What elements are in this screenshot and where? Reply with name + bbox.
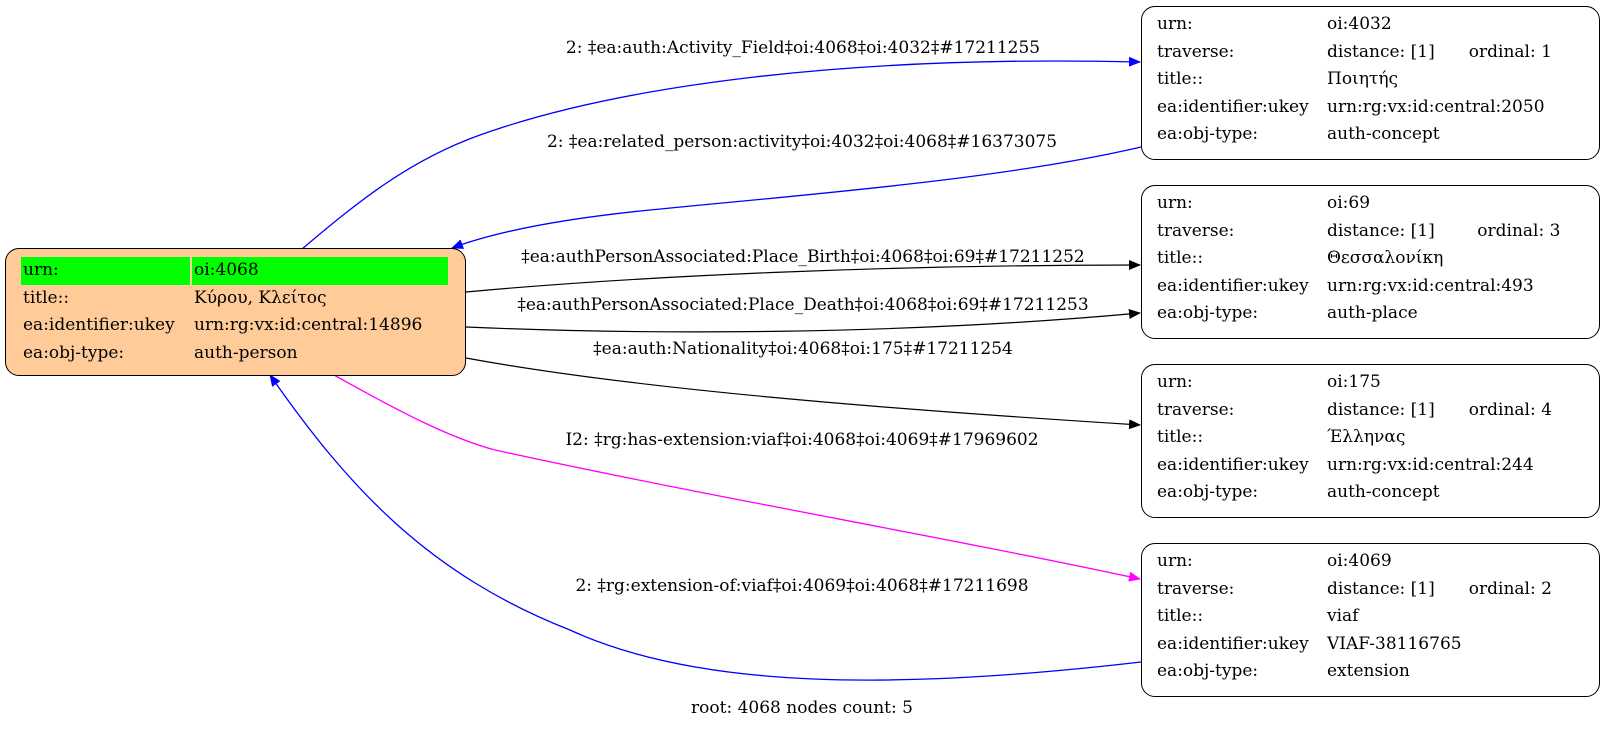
node-title: Έλληνας xyxy=(1327,427,1406,447)
node-distance: distance: [1] xyxy=(1327,41,1435,62)
root-row-title: title:: Κύρου, Κλείτος xyxy=(21,285,448,313)
label-urn: urn: xyxy=(1157,551,1193,571)
node-urn: oi:69 xyxy=(1327,193,1371,213)
root-row-urn: urn: oi:4068 xyxy=(21,257,448,285)
edge-place-birth xyxy=(465,260,1141,293)
node-urn: oi:4032 xyxy=(1327,14,1392,34)
node-title: Θεσσαλονίκη xyxy=(1327,248,1444,268)
node-oi-175[interactable]: urn: oi:175 traverse: distance: [1] ordinal… xyxy=(1141,364,1600,518)
node-obj-type: auth-place xyxy=(1327,303,1418,323)
node-title: Ποιητής xyxy=(1327,69,1399,89)
edge-label: ‡ea:auth:Nationality‡oi:4068‡oi:175‡#172… xyxy=(593,339,1013,359)
node-ordinal: ordinal: 4 xyxy=(1468,399,1552,420)
edge-extension-of xyxy=(269,374,1142,681)
node-obj-type: extension xyxy=(1327,661,1410,681)
root-value-ukey: urn:rg:vx:id:central:14896 xyxy=(194,315,423,335)
node-ukey: VIAF-38116765 xyxy=(1327,633,1462,654)
root-value-objtype: auth-person xyxy=(194,342,298,363)
label-obj-type: ea:obj-type: xyxy=(1157,482,1259,502)
root-key-urn: urn: xyxy=(21,257,190,285)
edge-label: I2: ‡rg:has-extension:viaf‡oi:4068‡oi:40… xyxy=(565,430,1038,450)
label-title: title:: xyxy=(1157,69,1204,89)
node-oi-69[interactable]: urn: oi:69 traverse: distance: [1] ordinal:… xyxy=(1141,185,1600,339)
node-oi-4069[interactable]: urn: oi:4069 traverse: distance: [1] ordina… xyxy=(1141,543,1600,697)
edge-label: ‡ea:authPersonAssociated:Place_Death‡oi:… xyxy=(517,295,1088,315)
edge-label: 2: ‡rg:extension-of:viaf‡oi:4069‡oi:4068… xyxy=(575,576,1028,596)
node-ordinal: ordinal: 2 xyxy=(1468,578,1552,599)
node-urn: oi:175 xyxy=(1327,372,1381,392)
node-distance: distance: [1] xyxy=(1327,578,1435,599)
label-traverse: traverse: xyxy=(1157,41,1235,62)
label-obj-type: ea:obj-type: xyxy=(1157,303,1259,323)
label-title: title:: xyxy=(1157,427,1204,447)
label-obj-type: ea:obj-type: xyxy=(1157,661,1259,681)
label-title: title:: xyxy=(1157,606,1204,626)
edge-label: ‡ea:authPersonAssociated:Place_Birth‡oi:… xyxy=(521,247,1085,267)
label-urn: urn: xyxy=(1157,14,1193,34)
node-ordinal: ordinal: 1 xyxy=(1468,41,1552,62)
node-title: viaf xyxy=(1327,606,1359,626)
node-distance: distance: [1] xyxy=(1327,220,1435,241)
root-key-title: title:: xyxy=(23,287,70,308)
root-key-objtype: ea:obj-type: xyxy=(23,342,125,363)
node-ordinal: ordinal: 3 xyxy=(1477,220,1561,241)
label-traverse: traverse: xyxy=(1157,220,1235,241)
node-urn: oi:4069 xyxy=(1327,551,1392,571)
edge-place-death xyxy=(465,309,1141,333)
node-oi-4032[interactable]: urn: oi:4032 traverse: distance: [1] ordina… xyxy=(1141,6,1600,160)
graph-footer-summary: root: 4068 nodes count: 5 xyxy=(691,698,913,718)
edge-has-extension xyxy=(333,374,1141,582)
root-row-objtype: ea:obj-type: auth-person xyxy=(21,340,448,368)
root-key-ukey: ea:identifier:ukey xyxy=(23,315,175,335)
label-ukey: ea:identifier:ukey xyxy=(1157,454,1309,475)
edge-label: 2: ‡ea:auth:Activity_Field‡oi:4068‡oi:40… xyxy=(566,38,1040,58)
label-traverse: traverse: xyxy=(1157,578,1235,599)
node-ukey: urn:rg:vx:id:central:2050 xyxy=(1327,96,1545,117)
label-urn: urn: xyxy=(1157,372,1193,392)
node-distance: distance: [1] xyxy=(1327,399,1435,420)
label-traverse: traverse: xyxy=(1157,399,1235,420)
root-value-title: Κύρου, Κλείτος xyxy=(194,287,327,308)
node-ukey: urn:rg:vx:id:central:493 xyxy=(1327,275,1534,296)
edge-label: 2: ‡ea:related_person:activity‡oi:4032‡o… xyxy=(547,132,1057,152)
edge-nationality xyxy=(465,357,1141,430)
label-ukey: ea:identifier:ukey xyxy=(1157,96,1309,117)
label-ukey: ea:identifier:ukey xyxy=(1157,275,1309,296)
edge-activity-field xyxy=(301,56,1141,250)
node-obj-type: auth-concept xyxy=(1327,482,1440,502)
root-value-urn: oi:4068 xyxy=(192,257,448,285)
root-row-ukey: ea:identifier:ukey urn:rg:vx:id:central:… xyxy=(21,312,448,340)
label-title: title:: xyxy=(1157,248,1204,268)
label-obj-type: ea:obj-type: xyxy=(1157,124,1259,144)
node-obj-type: auth-concept xyxy=(1327,124,1440,144)
label-ukey: ea:identifier:ukey xyxy=(1157,633,1309,654)
label-urn: urn: xyxy=(1157,193,1193,213)
edge-related-person-activity xyxy=(451,146,1142,249)
node-ukey: urn:rg:vx:id:central:244 xyxy=(1327,454,1534,475)
root-node[interactable]: urn: oi:4068 title:: Κύρου, Κλείτος ea:i… xyxy=(5,248,466,376)
